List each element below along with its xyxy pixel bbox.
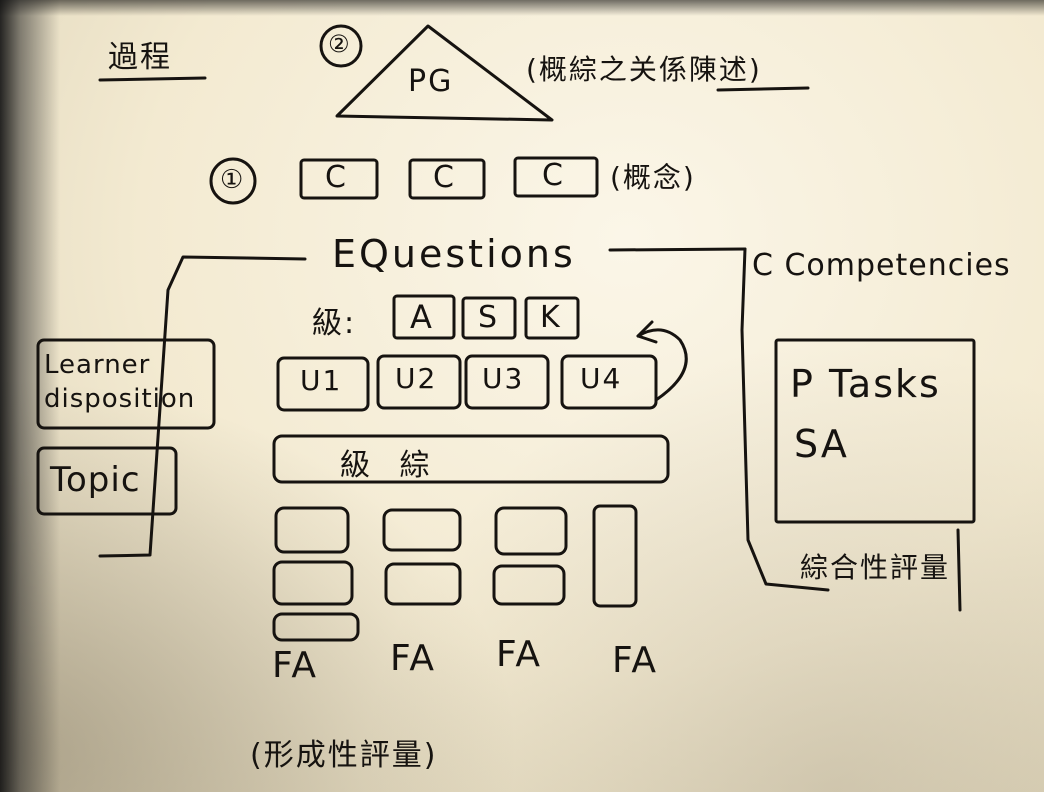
competencies-bracket	[740, 247, 830, 592]
corner-underline	[98, 76, 207, 82]
step1-marker: ①	[220, 165, 246, 195]
fa-stack-1-box-3	[272, 612, 360, 642]
ask-box-a	[392, 294, 456, 340]
fa-stack-3-box-1	[494, 506, 568, 556]
summative-line-2: SA	[794, 422, 849, 466]
fa-label-3: FA	[496, 634, 543, 675]
competencies-label: C Competencies	[752, 248, 1011, 283]
concept-box-1-label: C	[325, 160, 348, 195]
loop-arrow	[636, 328, 688, 402]
unit-box-2-label: U2	[395, 362, 438, 395]
concept-box-1	[299, 158, 379, 200]
step2-circle	[319, 24, 363, 68]
ask-box-s-label: S	[478, 300, 500, 335]
fa-stack-2-box-1	[382, 508, 462, 552]
ask-box-k-label: K	[540, 300, 562, 335]
step1-circle	[209, 157, 257, 205]
summative-box	[774, 338, 976, 524]
topic-label: Topic	[50, 460, 141, 500]
topic-box	[36, 446, 178, 516]
fa-stack-1-box-1	[274, 506, 350, 554]
ask-box-a-label: A	[410, 298, 434, 336]
eq-right-line	[608, 247, 747, 252]
formative-caption: (形成性評量)	[250, 738, 438, 773]
summative-caption: 綜合性評量	[800, 551, 951, 584]
unit-box-1-label: U1	[300, 364, 343, 397]
triangle-label: PG	[408, 64, 454, 99]
ask-box-s	[461, 296, 517, 340]
integration-label: 級 綜	[340, 448, 440, 483]
learner-disposition-label: Learner disposition	[44, 350, 196, 414]
ask-box-k	[524, 296, 580, 340]
learner-disposition-box	[36, 338, 216, 430]
loop-arrowhead	[636, 320, 658, 344]
eq-label: EQuestions	[332, 232, 576, 276]
unit-box-4-label: U4	[580, 362, 623, 395]
fa-stack-4-box-1	[592, 504, 638, 608]
step2-marker: ②	[328, 30, 352, 58]
fa-label-4: FA	[612, 640, 659, 681]
fa-label-2: FA	[390, 638, 437, 679]
summative-caption-tick	[956, 528, 962, 612]
triangle-caption: (概綜之关係陳述)	[526, 53, 762, 86]
summative-line-1: P Tasks	[790, 362, 941, 406]
unit-box-1	[276, 356, 370, 412]
concept-caption: (概念)	[610, 161, 696, 194]
ask-prefix: 級:	[312, 306, 357, 341]
concept-box-3-label: C	[542, 158, 565, 193]
concept-box-3	[513, 156, 599, 198]
fa-stack-2-box-2	[384, 562, 462, 606]
concept-box-2-label: C	[433, 160, 456, 195]
fa-label-1: FA	[272, 645, 319, 686]
fa-stack-3-box-2	[492, 564, 566, 606]
caption-underline	[716, 86, 810, 92]
unit-box-2	[376, 354, 462, 410]
unit-box-4	[560, 354, 658, 410]
corner-note: 過程	[108, 40, 172, 75]
integration-bar	[272, 434, 670, 484]
unit-box-3-label: U3	[482, 362, 525, 395]
pg-triangle	[335, 24, 554, 122]
concept-box-2	[408, 158, 486, 200]
unit-box-3	[464, 354, 550, 410]
fa-stack-1-box-2	[272, 560, 354, 606]
eq-left-bracket	[98, 255, 307, 558]
